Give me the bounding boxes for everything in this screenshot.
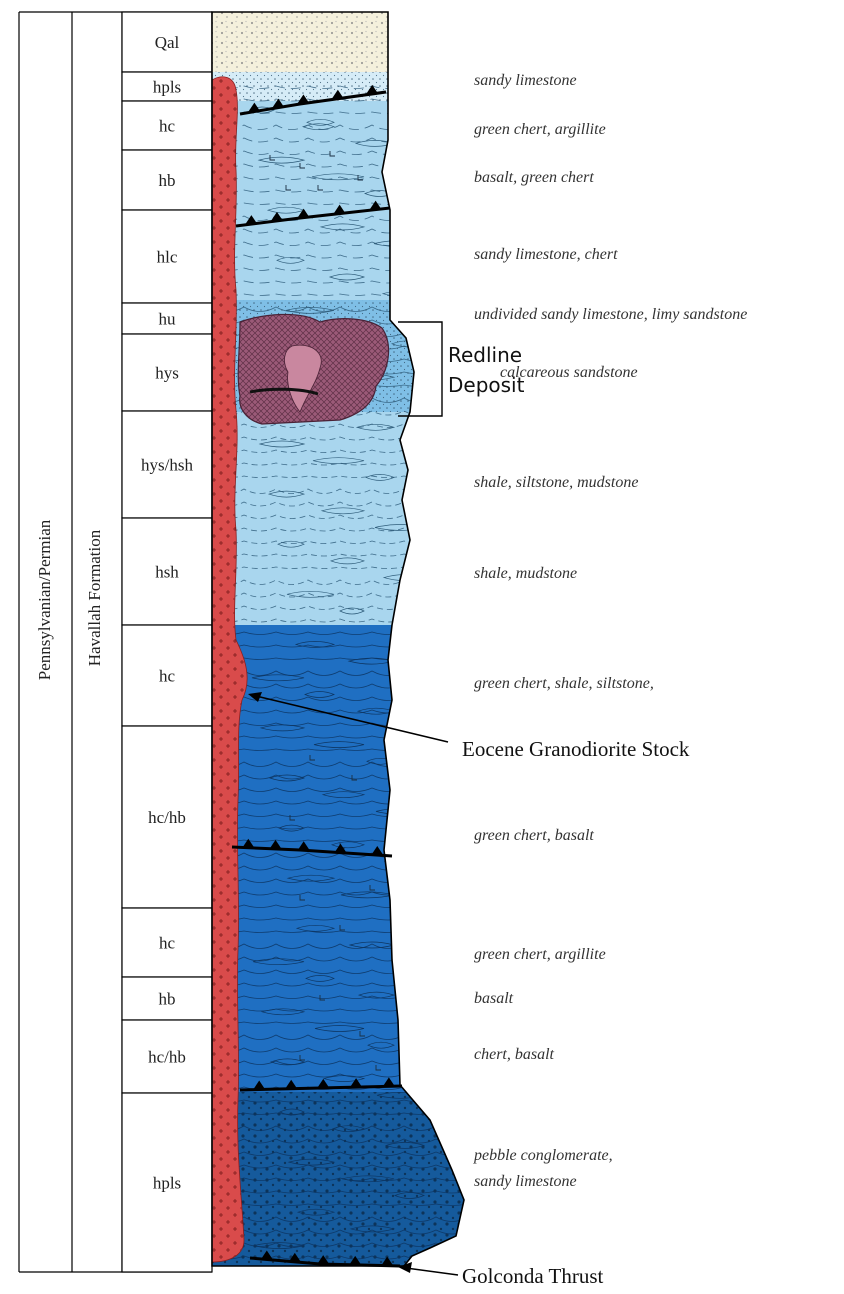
- lithology-label: sandy limestone, chert: [474, 246, 618, 263]
- unit-code-cells: Qal hpls hc hb hlc hu hys hys/hsh hsh hc hc/hb hc hb…: [122, 12, 212, 1272]
- unit-code: hc: [159, 667, 176, 686]
- unit-code: hys/hsh: [141, 456, 193, 475]
- lithology-label: pebble conglomerate,: [473, 1147, 613, 1164]
- thrust-leader-arrow: [398, 1262, 458, 1275]
- chert-basalt-band: [212, 101, 472, 300]
- stock-label: Eocene Granodiorite Stock: [462, 737, 690, 761]
- unit-code: hsh: [155, 563, 179, 582]
- lithology-label: green chert, argillite: [474, 121, 606, 138]
- lithology-descriptions: sandy limestone green chert, argillite bas…: [473, 72, 747, 1190]
- lithology-label: green chert, basalt: [474, 827, 594, 844]
- lithology-label: basalt: [474, 990, 514, 1007]
- lithology-label: shale, mudstone: [474, 565, 577, 582]
- thrust-label: Golconda Thrust: [462, 1264, 604, 1288]
- lithology-label: green chert, shale, siltstone,: [474, 675, 654, 692]
- unit-code: hpls: [153, 78, 181, 97]
- lithology-label: sandy limestone: [474, 1173, 577, 1190]
- redline-deposit-label-2: Deposit: [448, 373, 525, 397]
- lithology-label: undivided sandy limestone, limy sandston…: [474, 306, 747, 323]
- unit-code: hc/hb: [148, 1048, 186, 1067]
- unit-code: hys: [155, 364, 179, 383]
- unit-code: Qal: [155, 33, 180, 52]
- lithology-label: basalt, green chert: [474, 169, 594, 186]
- lithology-label: sandy limestone: [474, 72, 577, 89]
- unit-code: hc: [159, 934, 176, 953]
- unit-code: hb: [159, 171, 176, 190]
- unit-code: hu: [159, 310, 177, 329]
- formation-label: Havallah Formation: [85, 529, 104, 666]
- lithology-label: green chert, argillite: [474, 946, 606, 963]
- lithology-label: chert, basalt: [474, 1046, 555, 1063]
- unit-code: hc/hb: [148, 808, 186, 827]
- lithology-label: shale, siltstone, mudstone: [474, 474, 638, 491]
- shale-band: [212, 412, 472, 625]
- unit-code: hc: [159, 117, 176, 136]
- period-label: Pennsylvanian/Permian: [35, 519, 54, 680]
- unit-code: hb: [159, 990, 176, 1009]
- redline-deposit-label-1: Redline: [448, 343, 522, 367]
- unit-code: hlc: [157, 248, 178, 267]
- unit-code: hpls: [153, 1174, 181, 1193]
